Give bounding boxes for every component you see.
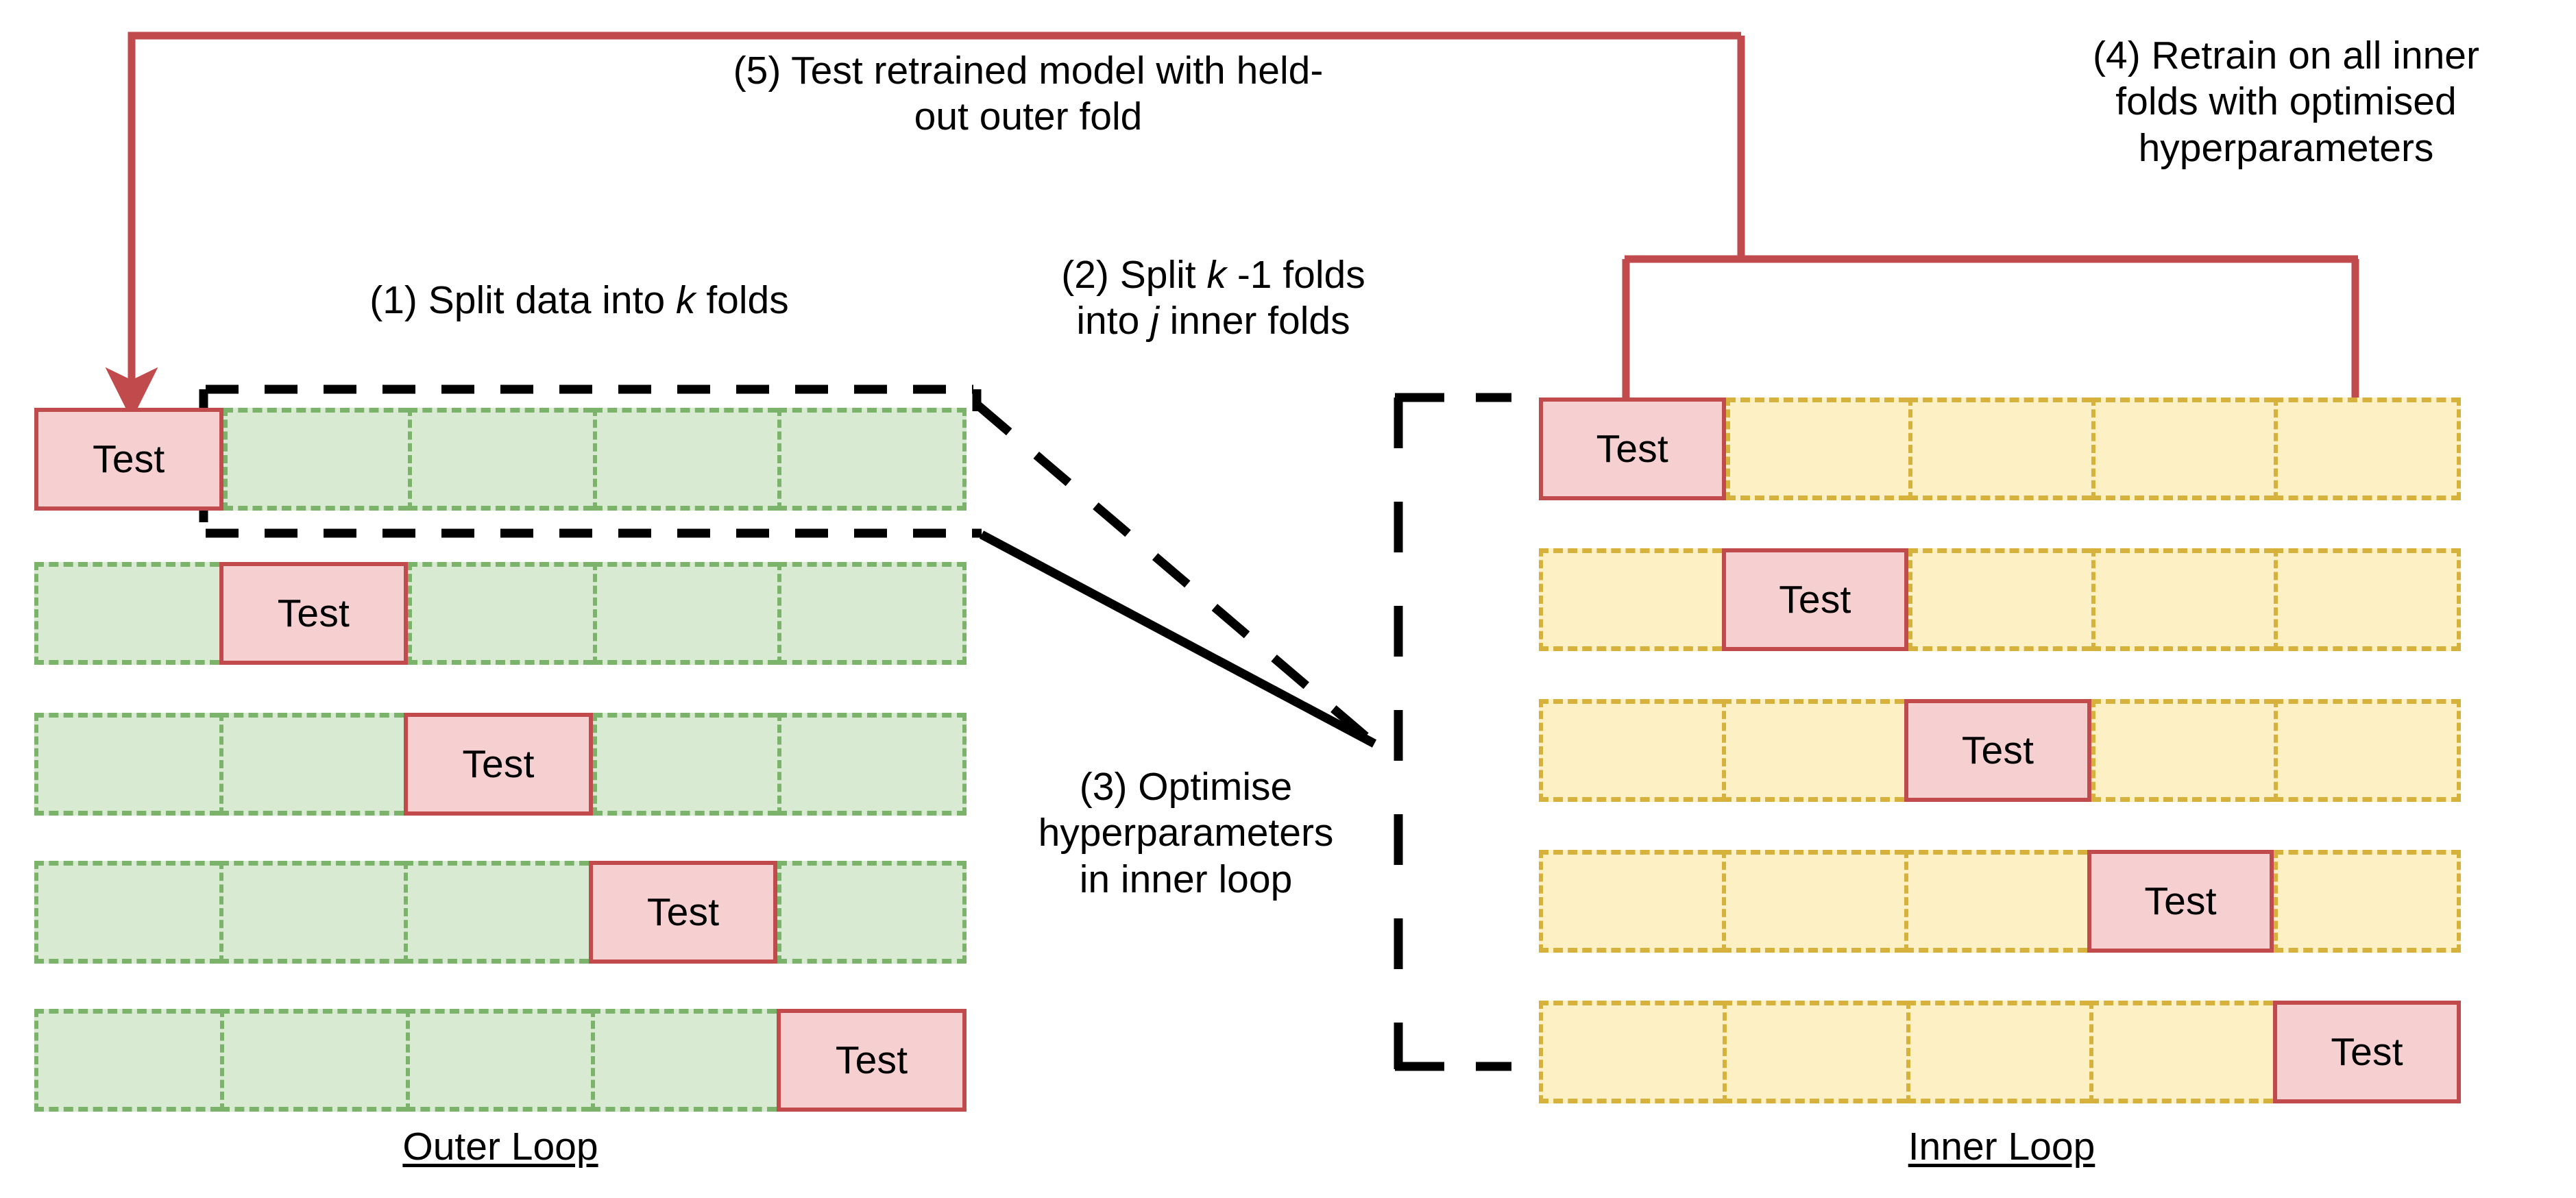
inner-row-5-test-label: Test (2331, 1029, 2403, 1074)
outer-row-4-cell-5[interactable] (777, 861, 967, 964)
inner-row-4-cell-2[interactable] (1721, 850, 1905, 953)
outer-row-2-cell-5[interactable] (777, 562, 967, 665)
inner-row-1-cell-5[interactable] (2274, 398, 2461, 500)
inner-row-5-cell-4[interactable] (2089, 1001, 2274, 1103)
outer-row-5-cell-4[interactable] (591, 1009, 777, 1112)
caption-step-5: (5) Test retrained model with held- out … (733, 49, 1324, 139)
outer-row-5-cell-1[interactable] (34, 1009, 220, 1112)
outer-row-3-cell-1[interactable] (34, 713, 219, 816)
inner-row-3-cell-4[interactable] (2091, 699, 2274, 802)
outer-row-1-test-label: Test (93, 437, 165, 481)
outer-row-2-cell-3[interactable] (408, 562, 593, 665)
caption-step-2-line-2: into j inner folds (1076, 299, 1350, 343)
outer-row-2-test-cell[interactable]: Test (219, 562, 409, 665)
inner-row-5-cell-2[interactable] (1722, 1001, 1906, 1103)
outer-row-1-cell-3[interactable] (408, 408, 593, 511)
inner-row-4-test-label: Test (2144, 879, 2217, 923)
inner-fold-row-3: Test (1539, 699, 2461, 802)
inner-row-1-cell-4[interactable] (2091, 398, 2274, 500)
outer-row-3-cell-4[interactable] (592, 713, 778, 816)
inner-fold-row-4: Test (1539, 850, 2461, 953)
inner-row-1-cell-2[interactable] (1725, 398, 1909, 500)
inner-fold-row-1: Test (1539, 398, 2461, 500)
outer-row-3-test-label: Test (462, 742, 535, 786)
inner-row-1-cell-3[interactable] (1908, 398, 2091, 500)
inner-row-4-test-cell[interactable]: Test (2087, 850, 2274, 953)
outer-fold-row-5: Test (34, 1009, 967, 1112)
outer-row-5-cell-3[interactable] (405, 1009, 592, 1112)
inner-row-2-cell-1[interactable] (1539, 548, 1722, 651)
outer-loop-label: Outer Loop (402, 1125, 598, 1169)
outer-row-2-test-label: Test (277, 591, 350, 635)
inner-row-5-cell-3[interactable] (1906, 1001, 2090, 1103)
inner-row-2-cell-5[interactable] (2274, 548, 2461, 651)
outer-row-3-cell-2[interactable] (219, 713, 404, 816)
inner-row-3-test-cell[interactable]: Test (1904, 699, 2091, 802)
outer-row-1-cell-4[interactable] (592, 408, 778, 511)
inner-row-2-cell-4[interactable] (2091, 548, 2274, 651)
inner-row-2-test-label: Test (1779, 577, 1851, 622)
outer-row-2-cell-4[interactable] (592, 562, 778, 665)
inner-row-2-cell-3[interactable] (1908, 548, 2091, 651)
inner-fold-row-2: Test (1539, 548, 2461, 651)
inner-row-4-cell-3[interactable] (1904, 850, 2087, 953)
outer-fold-row-3: Test (34, 713, 967, 816)
inner-row-4-cell-1[interactable] (1539, 850, 1722, 953)
inner-row-4-cell-5[interactable] (2274, 850, 2461, 953)
outer-fold-row-1: Test (34, 408, 967, 511)
outer-fold-row-2: Test (34, 562, 967, 665)
outer-fold-row-4: Test (34, 861, 967, 964)
expand-diagonal-top (973, 401, 1378, 747)
expand-diagonal-bottom (979, 530, 1377, 748)
outer-row-1-cell-2[interactable] (223, 408, 409, 511)
inner-row-3-test-label: Test (1961, 728, 2034, 772)
inner-row-3-cell-1[interactable] (1539, 699, 1722, 802)
inner-row-5-test-cell[interactable]: Test (2273, 1001, 2461, 1103)
inner-row-1-test-label: Test (1596, 426, 1668, 471)
inner-row-3-cell-5[interactable] (2274, 699, 2461, 802)
outer-row-1-test-cell[interactable]: Test (34, 408, 223, 511)
outer-row-1-cell-5[interactable] (777, 408, 967, 511)
outer-row-4-cell-2[interactable] (219, 861, 404, 964)
outer-row-2-cell-1[interactable] (34, 562, 219, 665)
caption-step-1: (1) Split data into k folds (369, 278, 789, 322)
outer-row-4-test-label: Test (646, 890, 720, 934)
outer-row-3-cell-5[interactable] (777, 713, 967, 816)
inner-fold-row-5: Test (1539, 1001, 2461, 1103)
inner-row-1-test-cell[interactable]: Test (1539, 398, 1726, 500)
inner-row-3-cell-2[interactable] (1721, 699, 1905, 802)
inner-row-2-test-cell[interactable]: Test (1721, 548, 1909, 651)
outer-row-5-test-cell[interactable]: Test (777, 1009, 967, 1112)
caption-step-2-line-1: (2) Split k -1 folds (1061, 253, 1365, 297)
caption-step-4: (4) Retrain on all inner folds with opti… (2093, 34, 2479, 170)
outer-row-3-test-cell[interactable]: Test (404, 713, 593, 816)
inner-loop-label: Inner Loop (1908, 1125, 2095, 1169)
outer-row-5-cell-2[interactable] (219, 1009, 406, 1112)
outer-row-4-test-cell[interactable]: Test (588, 861, 778, 964)
outer-row-4-cell-1[interactable] (34, 861, 219, 964)
outer-row-4-cell-3[interactable] (404, 861, 589, 964)
caption-step-3: (3) Optimise hyperparameters in inner lo… (1038, 765, 1334, 901)
inner-row-5-cell-1[interactable] (1539, 1001, 1723, 1103)
outer-row-5-test-label: Test (835, 1038, 908, 1082)
